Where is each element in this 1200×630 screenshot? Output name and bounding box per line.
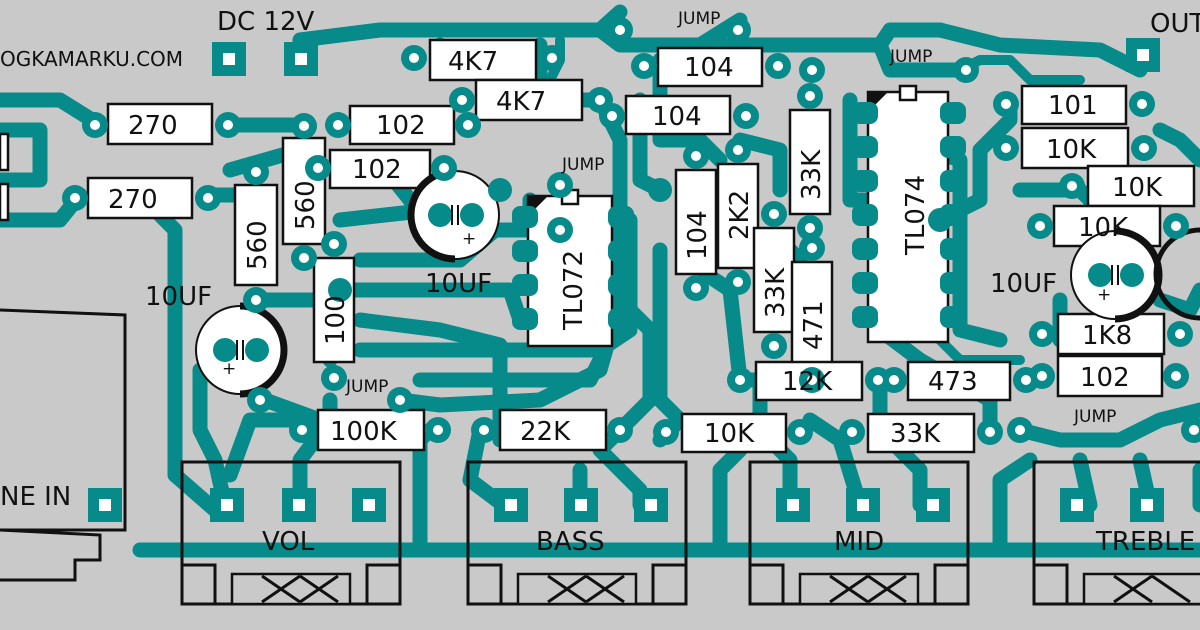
pot-treble-label: TREBLE <box>1095 527 1195 557</box>
r2k2-label: 2K2 <box>725 190 755 240</box>
tl072-label: TL072 <box>559 250 589 331</box>
pot-mid-label: MID <box>834 527 884 557</box>
jump-label-2: JUMP <box>889 47 932 67</box>
output-label: OUT <box>1150 9 1200 39</box>
jump-label-5: JUMP <box>1073 407 1116 427</box>
r104b-label: 104 <box>652 102 702 132</box>
power-label: DC 12V <box>217 7 315 37</box>
cap-1-label: 10UF <box>145 282 212 312</box>
cap-2: + <box>407 167 500 263</box>
r102c-label: 102 <box>1080 363 1130 393</box>
r102a-label: 102 <box>376 111 426 141</box>
tl074-label: TL074 <box>901 175 931 256</box>
pot-bass <box>466 460 688 606</box>
labels: OGKAMARKU.COM DC 12V OUT NE IN JUMP JUMP… <box>0 7 1200 557</box>
cap-1: + <box>195 302 288 398</box>
r560a-label: 560 <box>243 220 273 270</box>
input-label: NE IN <box>0 482 71 512</box>
r104a-label: 104 <box>684 53 734 83</box>
jump-label-1: JUMP <box>677 9 720 29</box>
r10kb-label: 10K <box>1046 135 1097 165</box>
r10ka-label: 10K <box>704 419 755 449</box>
pad-holes <box>70 25 1199 437</box>
cap-2-label: 10UF <box>425 269 492 299</box>
pot-treble <box>1032 460 1200 606</box>
r100-label: 100 <box>321 295 351 345</box>
r471-label: 471 <box>799 300 829 350</box>
pot-vol <box>180 460 402 606</box>
r10kd-label: 10K <box>1078 213 1129 243</box>
r33kc-label: 33K <box>761 267 791 318</box>
jump-label-4: JUMP <box>345 377 388 397</box>
svg-text:+: + <box>462 229 476 249</box>
r33ka-label: 33K <box>890 419 941 449</box>
input-jack <box>0 308 127 582</box>
pads <box>88 38 1164 522</box>
r270b-label: 270 <box>108 185 158 215</box>
r102b-label: 102 <box>352 155 402 185</box>
r12k-label: 12K <box>782 367 833 397</box>
cap-3-label: 10UF <box>990 269 1057 299</box>
cap-symbols <box>236 205 1119 360</box>
svg-text:+: + <box>222 359 236 379</box>
r10kc-label: 10K <box>1112 173 1163 203</box>
r33kb-label: 33K <box>797 149 827 200</box>
r560b-label: 560 <box>291 180 321 230</box>
resistors <box>0 38 1196 454</box>
jump-label-3: JUMP <box>561 155 604 175</box>
r104c-label: 104 <box>683 210 713 260</box>
r270a-label: 270 <box>128 111 178 141</box>
r1k8-label: 1K8 <box>1082 321 1132 351</box>
cap-3: + <box>1070 227 1163 323</box>
pot-vol-label: VOL <box>262 527 315 557</box>
r473-label: 473 <box>928 367 978 397</box>
watermark-text: OGKAMARKU.COM <box>0 47 183 71</box>
pot-bass-label: BASS <box>536 527 605 557</box>
r22k-label: 22K <box>520 417 571 447</box>
pot-mid <box>748 460 970 606</box>
svg-text:+: + <box>1097 285 1111 305</box>
r4k7b-label: 4K7 <box>496 87 546 117</box>
r100k-label: 100K <box>330 417 398 447</box>
r4k7a-label: 4K7 <box>448 47 498 77</box>
r101-label: 101 <box>1048 91 1098 121</box>
